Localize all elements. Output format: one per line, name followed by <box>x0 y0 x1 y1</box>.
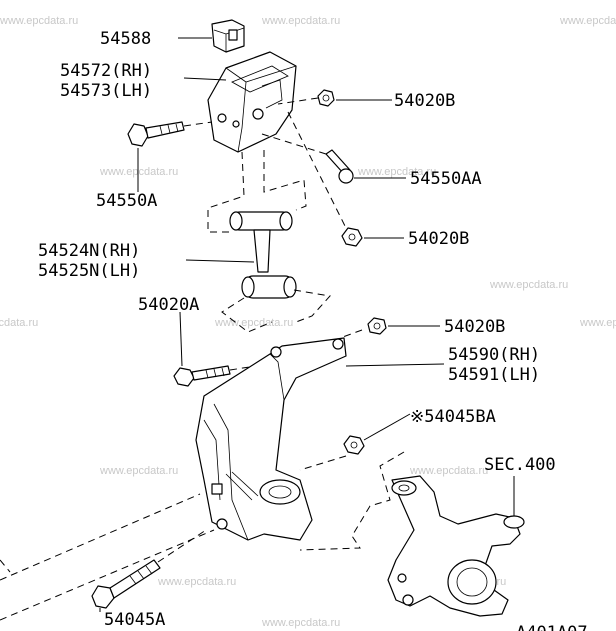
watermark: www.epcdata.ru <box>261 617 340 629</box>
label-54572: 54572(RH) <box>60 61 152 81</box>
label-54020b-lower: 54020B <box>444 317 505 337</box>
label-54590: 54590(RH) <box>448 345 540 365</box>
watermark: www.epcdata.ru <box>261 15 340 27</box>
watermark: www.epcdata.ru <box>99 166 178 178</box>
guide-upper-to-link <box>207 150 307 233</box>
label-54020a: 54020A <box>138 295 199 315</box>
label-54045ba: ※54045BA <box>410 407 496 427</box>
bolt-54550a <box>127 121 213 192</box>
watermark: www.epcdata.ru <box>357 166 436 178</box>
label-54524n: 54524N(RH) <box>38 241 140 261</box>
label-54591: 54591(LH) <box>448 365 540 385</box>
label-54020b-top: 54020B <box>394 91 455 111</box>
part-54590-lower-bracket <box>195 337 445 541</box>
nut-54020b-top <box>277 89 392 107</box>
guide-link-to-bracket <box>221 289 363 339</box>
label-54588: 54588 <box>100 29 151 49</box>
watermark: www.epcdata.ru <box>579 317 616 329</box>
label-sec400: SEC.400 <box>484 455 556 475</box>
bolt-54550aa <box>261 133 406 184</box>
watermark: www.epcdata.ru <box>489 279 568 291</box>
watermark: www.epcdata.ru <box>157 576 236 588</box>
watermark: www.epcdata.ru <box>409 465 488 477</box>
part-54588-clip <box>178 19 245 53</box>
label-54550a: 54550A <box>96 191 157 211</box>
watermark-layer: www.epcdata.ru www.epcdata.ru www.epcdat… <box>0 15 616 629</box>
bolt-54020a <box>173 311 257 387</box>
watermark: www.epcdata.ru <box>559 15 616 27</box>
label-54525n: 54525N(LH) <box>38 261 140 281</box>
nut-54045ba <box>299 413 411 551</box>
label-54045a: 54045A <box>104 610 165 630</box>
nut-54020b-lower <box>367 317 440 335</box>
watermark: www.epcdata.ru <box>214 317 293 329</box>
nut-54020b-middle <box>287 111 404 247</box>
bolt-54045a <box>91 529 207 612</box>
label-54573: 54573(LH) <box>60 81 152 101</box>
label-54020b-middle: 54020B <box>408 229 469 249</box>
watermark: www.epcdata.ru <box>99 465 178 477</box>
part-54524n-link <box>185 211 297 299</box>
label-54550aa: 54550AA <box>410 169 482 189</box>
steering-knuckle-sec400 <box>387 475 525 617</box>
watermark: www.epcdata.ru <box>0 317 38 329</box>
watermark: www.epcdata.ru <box>0 15 78 27</box>
guide-bottom-left <box>0 493 215 621</box>
part-labels: 54588 54572(RH) 54573(LH) 54020B 54550A … <box>38 29 588 631</box>
figure-code: A401A07 <box>516 623 588 631</box>
part-54572-upper-bracket <box>183 51 297 153</box>
